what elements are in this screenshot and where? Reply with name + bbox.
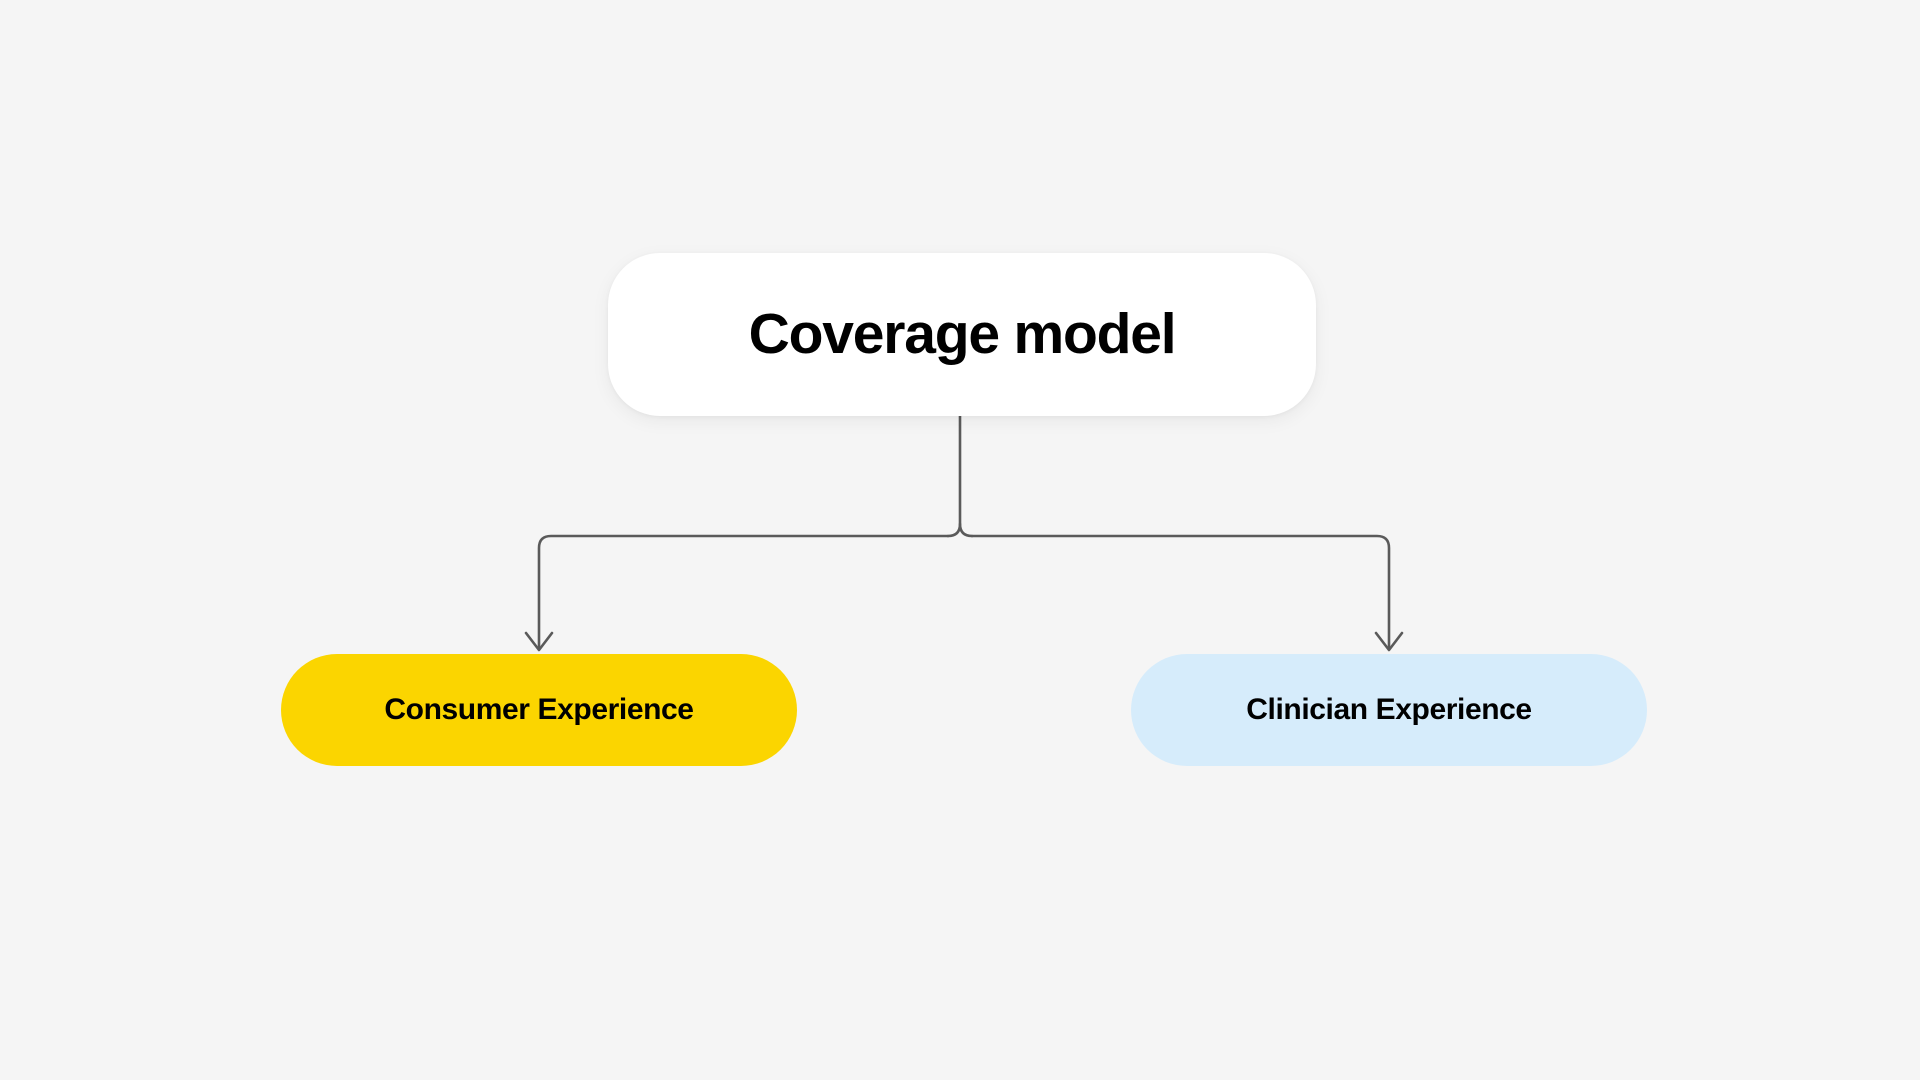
node-coverage-model-label: Coverage model: [748, 302, 1177, 366]
node-consumer-experience-label: Consumer Experience: [384, 693, 694, 726]
node-clinician-experience[interactable]: Clinician Experience: [1131, 654, 1647, 766]
connector-trunk-right-fillet: [958, 522, 974, 538]
down-arrow-icon-clinician: [1374, 631, 1404, 652]
node-clinician-experience-label: Clinician Experience: [1246, 693, 1532, 726]
connector-edge-clinician: [970, 534, 1391, 650]
node-consumer-experience[interactable]: Consumer Experience: [281, 654, 797, 766]
connector-edge-consumer: [537, 534, 950, 650]
connector-trunk: [946, 414, 962, 538]
node-coverage-model[interactable]: Coverage model: [608, 253, 1316, 416]
down-arrow-icon-consumer: [524, 631, 554, 652]
